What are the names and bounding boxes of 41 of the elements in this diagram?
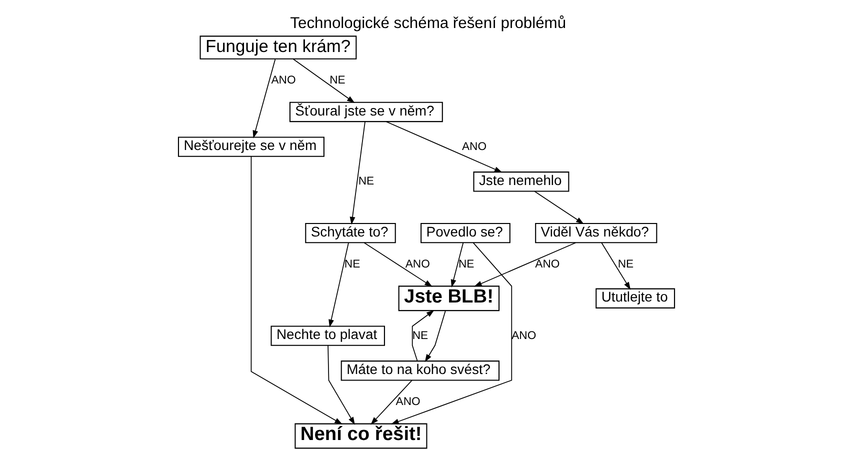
node-box: Nechte to plavat: [270, 326, 385, 346]
node-box: Není co řešit!: [294, 423, 428, 449]
arrow: [474, 242, 576, 287]
edge-label: NE: [344, 258, 360, 270]
node-box: Povedlo se?: [420, 222, 510, 244]
edge-label: ANO: [462, 140, 487, 153]
arrow: [412, 310, 434, 362]
node-box: Viděl Vás někdo?: [535, 222, 658, 244]
node-box: Funguje ten krám?: [200, 36, 357, 60]
arrow: [250, 156, 342, 424]
arrow: [350, 121, 366, 225]
edge-label: NE: [618, 258, 634, 270]
edge-label: ANO: [512, 330, 536, 342]
arrow: [386, 121, 502, 172]
arrow: [390, 242, 512, 424]
node-box: Šťoural jste se v něm?: [289, 102, 443, 122]
arrow: [252, 58, 276, 138]
arrow: [292, 58, 355, 103]
edge-label: NE: [412, 330, 428, 342]
edge-label: NE: [330, 74, 346, 87]
arrow: [328, 242, 349, 328]
arrow: [450, 242, 464, 288]
node-box: Nešťourejte se v něm: [178, 136, 324, 157]
node-box: Máte to na koho svést?: [340, 360, 500, 381]
node-box: Jste BLB!: [398, 286, 500, 312]
arrow: [534, 190, 584, 224]
arrow: [601, 242, 631, 290]
arrow: [424, 310, 446, 362]
node-box: Jste nemehlo: [473, 172, 570, 192]
edge-label: ANO: [405, 258, 430, 270]
edge-label: ANO: [271, 74, 296, 87]
arrow: [370, 380, 412, 425]
edge-label: NE: [358, 176, 374, 188]
edge-label: ANO: [535, 258, 560, 270]
node-box: Schytáte to?: [305, 222, 396, 244]
node-box: Ututlejte to: [596, 288, 676, 308]
edge-label: NE: [458, 258, 474, 270]
diagram-title: Technologické schéma řešení problémů: [290, 14, 566, 32]
edge-label: ANO: [396, 396, 420, 408]
arrow: [364, 242, 432, 287]
arrow: [328, 345, 355, 425]
